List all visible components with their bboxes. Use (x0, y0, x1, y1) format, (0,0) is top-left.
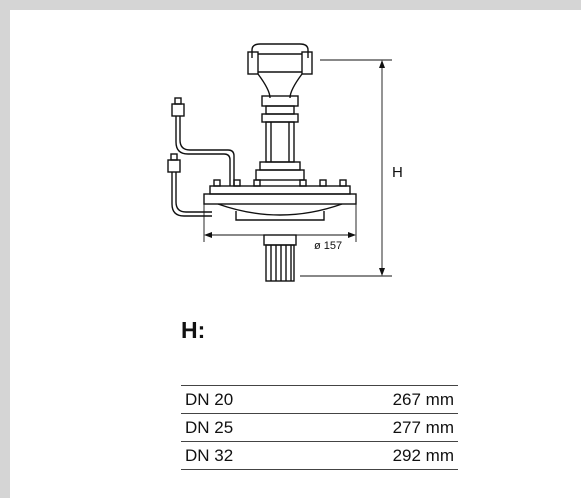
table-row: DN 20 267 mm (181, 385, 458, 414)
size-cell: DN 25 (181, 413, 305, 442)
dimension-table: DN 20 267 mm DN 25 277 mm DN 32 292 mm (181, 385, 458, 470)
diameter-dimension-label: ø 157 (314, 240, 342, 252)
size-cell: DN 32 (181, 441, 305, 470)
height-dimension-label: H (392, 164, 403, 181)
height-cell: 292 mm (304, 441, 458, 470)
table-row: DN 25 277 mm (181, 413, 458, 442)
height-cell: 267 mm (304, 385, 458, 414)
section-heading: H: (181, 317, 206, 343)
height-cell: 277 mm (304, 413, 458, 442)
table-row: DN 32 292 mm (181, 441, 458, 470)
size-cell: DN 20 (181, 385, 305, 414)
valve-technical-drawing: H ø 157 (167, 43, 403, 282)
